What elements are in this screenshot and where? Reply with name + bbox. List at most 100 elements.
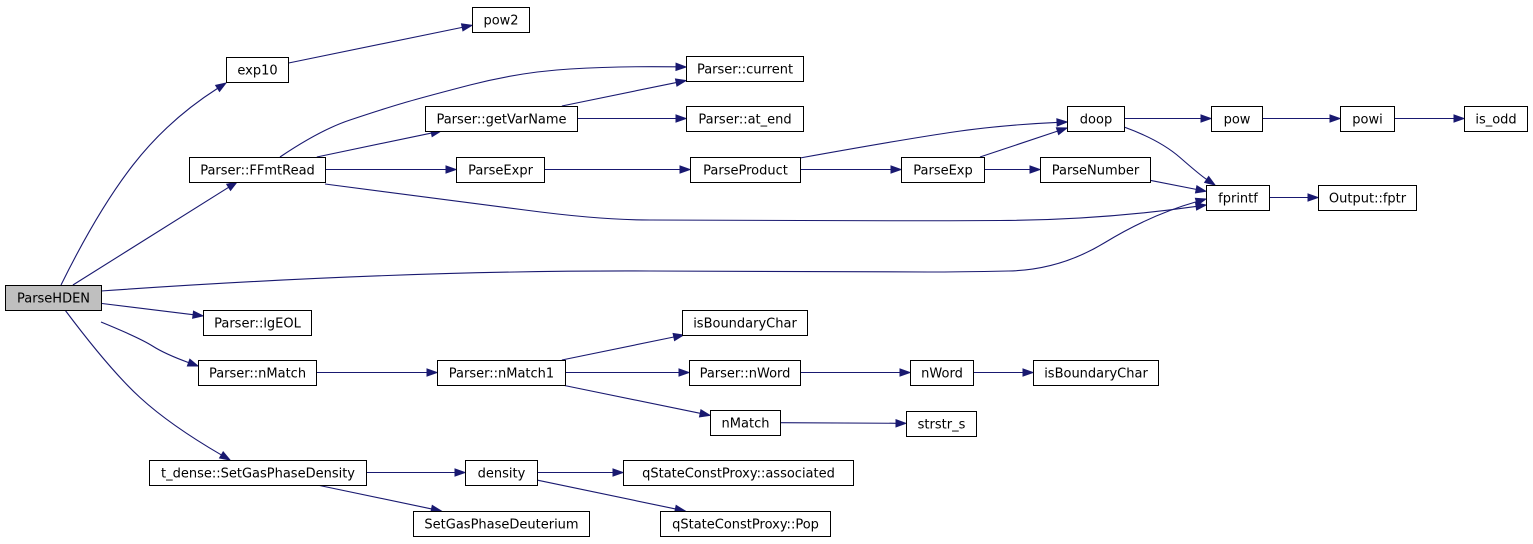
node-box: [1211, 106, 1263, 132]
node-box: [1067, 106, 1125, 132]
node-box: [5, 285, 102, 311]
arrowhead-fprintf: [1194, 202, 1208, 211]
node-label: nMatch: [722, 417, 770, 432]
arrowhead-qstateconstproxy_associated: [612, 468, 625, 477]
node-box: [660, 511, 831, 537]
node-box: [425, 106, 578, 132]
edge-nmatch-to-strstr_s: [779, 422, 897, 424]
node-parser-nmatch1[interactable]: Parser::nMatch1: [437, 360, 566, 386]
node-doop[interactable]: doop: [1067, 106, 1125, 132]
node-parser-ffmtread[interactable]: Parser::FFmtRead: [189, 157, 326, 183]
node-label: SetGasPhaseDeuterium: [424, 518, 578, 533]
node-pow2[interactable]: pow2: [472, 7, 530, 33]
edge-exp10-to-pow2: [287, 26, 463, 64]
arrowhead-nword: [899, 368, 912, 377]
node-label: pow2: [483, 14, 518, 29]
node-parser-at-end[interactable]: Parser::at_end: [686, 106, 804, 132]
node-box: [189, 157, 326, 183]
nodes-layer: ParseHDENexp10pow2Parser::FFmtReadParser…: [5, 7, 1528, 537]
node-box: [690, 157, 801, 183]
node-parser-current[interactable]: Parser::current: [686, 56, 804, 82]
node-fprintf[interactable]: fprintf: [1206, 185, 1270, 211]
node-parser-nword[interactable]: Parser::nWord: [689, 360, 801, 386]
node-box: [203, 310, 312, 336]
edge-parsehden-to-parser_lgeol: [100, 302, 194, 316]
edge-t_dense_setgasphasedensity-to-setgasphasedeuterium: [317, 484, 432, 510]
node-setgasphasedeuterium[interactable]: SetGasPhaseDeuterium: [413, 511, 590, 537]
node-parser-lgeol[interactable]: Parser::lgEOL: [203, 310, 312, 336]
node-t-dense-setgasphasedensity[interactable]: t_dense::SetGasPhaseDensity: [149, 460, 367, 486]
node-density[interactable]: density: [465, 460, 538, 486]
node-output-fptr[interactable]: Output::fptr: [1318, 185, 1417, 211]
node-label: exp10: [237, 64, 277, 79]
node-parseexpr[interactable]: ParseExpr: [456, 157, 545, 183]
node-label: qStateConstProxy::associated: [642, 467, 835, 482]
edge-parser_nmatch1-to-nmatch: [561, 384, 701, 414]
node-box: [686, 106, 804, 132]
node-box: [1033, 360, 1159, 386]
arrowhead-is_odd: [1453, 114, 1466, 123]
arrowhead-pow: [1200, 114, 1213, 123]
arrowhead-parser_nword: [678, 368, 691, 377]
arrowhead-fprintf: [1194, 185, 1208, 194]
arrowhead-parseexp: [890, 165, 903, 174]
node-label: isBoundaryChar: [693, 317, 797, 332]
node-powi[interactable]: powi: [1340, 106, 1395, 132]
node-isboundarychar-2[interactable]: isBoundaryChar: [1033, 360, 1159, 386]
node-label: pow: [1224, 113, 1251, 128]
node-label: Parser::lgEOL: [214, 317, 302, 332]
arrowhead-strstr_s: [895, 418, 908, 428]
arrowhead-isboundarychar_1: [672, 332, 686, 342]
edge-parsehden-to-parser_nmatch: [100, 321, 189, 364]
node-label: Parser::FFmtRead: [200, 164, 315, 179]
node-label: doop: [1080, 113, 1112, 128]
node-is-odd[interactable]: is_odd: [1464, 106, 1528, 132]
node-label: ParseProduct: [703, 164, 788, 179]
node-box: [472, 7, 530, 33]
node-isboundarychar-1[interactable]: isBoundaryChar: [682, 310, 808, 336]
edge-parser_ffmtread-to-parser_getvarname: [316, 132, 432, 158]
arrowhead-parser_nmatch: [186, 358, 200, 367]
edge-parsehden-to-t_dense_setgasphasedensity: [64, 309, 222, 456]
node-strstr-s[interactable]: strstr_s: [906, 411, 977, 437]
arrowhead-doop: [1056, 118, 1069, 127]
node-box: [465, 460, 538, 486]
node-parseexp[interactable]: ParseExp: [901, 157, 985, 183]
node-parsehden[interactable]: ParseHDEN: [5, 285, 102, 311]
arrowhead-pow2: [460, 23, 474, 32]
arrowhead-fprintf: [1203, 175, 1217, 186]
node-box: [437, 360, 566, 386]
node-label: isBoundaryChar: [1044, 367, 1148, 382]
node-qstateconstproxy-associated[interactable]: qStateConstProxy::associated: [623, 460, 854, 486]
node-exp10[interactable]: exp10: [226, 57, 289, 83]
node-label: t_dense::SetGasPhaseDensity: [161, 467, 355, 482]
node-nmatch[interactable]: nMatch: [710, 410, 781, 436]
arrowhead-doop: [1055, 127, 1069, 136]
node-label: Parser::nMatch1: [449, 367, 554, 382]
node-parseproduct[interactable]: ParseProduct: [690, 157, 801, 183]
node-box: [910, 360, 974, 386]
node-parsenumber[interactable]: ParseNumber: [1040, 157, 1151, 183]
node-parser-nmatch[interactable]: Parser::nMatch: [198, 360, 317, 386]
node-qstateconstproxy-pop[interactable]: qStateConstProxy::Pop: [660, 511, 831, 537]
node-label: Parser::nWord: [700, 367, 791, 382]
node-label: Parser::nMatch: [209, 367, 306, 382]
node-box: [1040, 157, 1151, 183]
node-label: fprintf: [1218, 192, 1258, 207]
arrowhead-t_dense_setgasphasedensity: [218, 450, 232, 461]
edge-parser_getvarname-to-parser_current: [561, 81, 677, 107]
node-box: [689, 360, 801, 386]
arrowhead-exp10: [214, 82, 228, 93]
arrowhead-parser_ffmtread: [225, 181, 239, 192]
node-box: [623, 460, 854, 486]
arrowhead-density: [454, 468, 467, 477]
node-parser-getvarname[interactable]: Parser::getVarName: [425, 106, 578, 132]
node-box: [413, 511, 590, 537]
arrowhead-parser_nmatch1: [426, 368, 439, 377]
node-label: ParseExp: [913, 164, 973, 179]
node-nword[interactable]: nWord: [910, 360, 974, 386]
arrowhead-parseexpr: [445, 165, 458, 174]
node-pow[interactable]: pow: [1211, 106, 1263, 132]
node-box: [198, 360, 317, 386]
node-box: [456, 157, 545, 183]
